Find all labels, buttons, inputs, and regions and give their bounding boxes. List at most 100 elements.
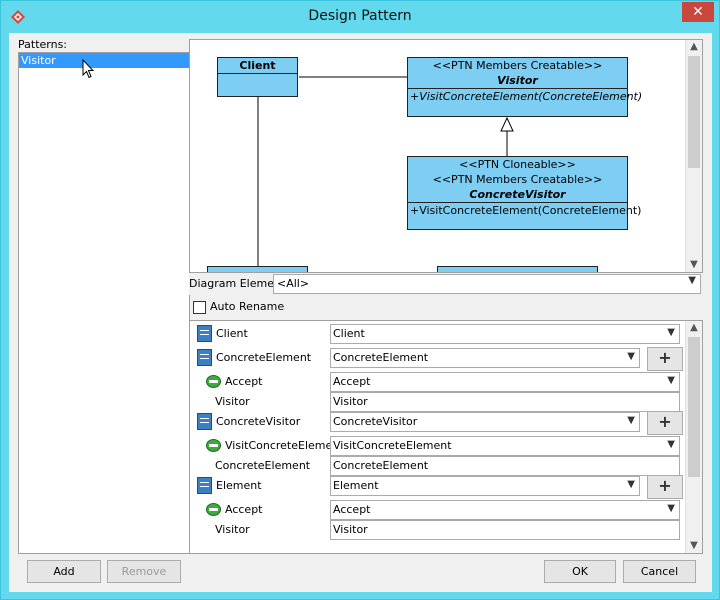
diagram-element-value: <All> — [277, 277, 310, 290]
uml-stereotype: <<PTN Members Creatable>> — [432, 59, 603, 72]
mouse-cursor-icon — [82, 59, 94, 79]
property-value-select[interactable]: VisitConcreteElement ▼ — [330, 436, 680, 456]
dialog-body: Patterns: Visitor Client <<PTN Members C… — [9, 33, 712, 592]
property-value-select[interactable]: Accept ▼ — [330, 500, 680, 520]
chevron-down-icon: ▼ — [667, 503, 675, 514]
patterns-label: Patterns: — [18, 38, 68, 51]
remove-button[interactable]: Remove — [107, 560, 181, 583]
chevron-down-icon: ▼ — [667, 327, 675, 338]
property-value-select[interactable]: Accept ▼ — [330, 372, 680, 392]
property-row: ConcreteElement ConcreteElement — [190, 455, 684, 477]
uml-operation: +VisitConcreteElement(ConcreteElement) — [408, 202, 642, 217]
uml-class-concrete-visitor[interactable]: <<PTN Cloneable>> <<PTN Members Creatabl… — [407, 156, 642, 230]
property-value: Visitor — [333, 523, 368, 536]
uml-class-name: Visitor — [497, 74, 538, 87]
property-value: Accept — [333, 503, 371, 516]
class-icon — [197, 413, 212, 430]
property-name: Element — [216, 479, 262, 492]
property-value-select[interactable]: Element▼ — [330, 476, 640, 496]
property-value-field[interactable]: Visitor — [330, 392, 680, 412]
property-value: VisitConcreteElement — [333, 439, 452, 452]
close-button[interactable]: ✕ — [682, 2, 714, 22]
scroll-thumb[interactable] — [688, 337, 700, 477]
uml-class-visitor[interactable]: <<PTN Members Creatable>> Visitor +Visit… — [407, 57, 643, 117]
property-name: ConcreteElement — [215, 459, 311, 472]
diagram-preview[interactable]: Client <<PTN Members Creatable>> Visitor… — [189, 39, 703, 273]
chevron-down-icon: ▼ — [667, 375, 675, 386]
diagram-element-bar: Diagram Element <All> ▼ — [189, 273, 701, 295]
property-name: Client — [216, 327, 248, 340]
diagram-element-label: Diagram Element — [189, 277, 286, 290]
property-row: Accept Accept ▼ — [190, 371, 684, 393]
property-row: Element Element▼ + — [190, 475, 684, 499]
operation-icon — [206, 503, 221, 516]
chevron-down-icon: ▼ — [627, 479, 635, 490]
diagram-connectors — [257, 76, 514, 272]
add-member-button[interactable]: + — [647, 411, 683, 435]
property-row: ConcreteElement ConcreteElement ▼ + — [190, 347, 684, 371]
operation-icon — [206, 439, 221, 452]
property-value: ConcreteElement — [333, 351, 429, 364]
uml-operation: +VisitConcreteElement(ConcreteElement) — [408, 88, 643, 103]
property-row: Accept Accept ▼ — [190, 499, 684, 521]
property-name: ConcreteElement — [216, 351, 312, 364]
diagram-scrollbar[interactable]: ▲ ▼ — [685, 40, 702, 272]
uml-class-name: Client — [239, 59, 276, 72]
add-button[interactable]: Add — [27, 560, 101, 583]
uml-stereotype: <<PTN Cloneable>> — [459, 158, 576, 171]
class-icon — [197, 477, 212, 494]
scroll-up-icon[interactable]: ▲ — [690, 41, 698, 52]
chevron-down-icon: ▼ — [688, 275, 696, 286]
property-value-field[interactable]: Visitor — [330, 520, 680, 540]
property-name: Visitor — [215, 395, 250, 408]
scroll-down-icon[interactable]: ▼ — [690, 540, 698, 551]
add-member-button[interactable]: + — [647, 475, 683, 499]
property-value-select[interactable]: Client ▼ — [330, 324, 680, 344]
properties-scrollbar[interactable]: ▲ ▼ — [685, 321, 702, 553]
property-value-select[interactable]: ConcreteVisitor▼ — [330, 412, 640, 432]
property-value-field[interactable]: ConcreteElement — [330, 456, 680, 476]
property-name: Accept — [225, 503, 263, 516]
property-value: Client — [333, 327, 365, 340]
patterns-list[interactable]: Visitor — [18, 52, 190, 554]
uml-class-name: ConcreteVisitor — [469, 188, 566, 201]
property-row: Client Client ▼ — [190, 323, 684, 345]
cancel-button[interactable]: Cancel — [623, 560, 696, 583]
property-value: Accept — [333, 375, 371, 388]
property-value: ConcreteElement — [333, 459, 429, 472]
chevron-down-icon: ▼ — [627, 351, 635, 362]
uml-class-compartment — [218, 73, 297, 96]
operation-icon — [206, 375, 221, 388]
property-value-select[interactable]: ConcreteElement ▼ — [330, 348, 640, 368]
auto-rename-label: Auto Rename — [210, 300, 285, 313]
property-row: Visitor Visitor — [190, 391, 684, 413]
property-name: ConcreteVisitor — [216, 415, 301, 428]
add-member-button[interactable]: + — [647, 347, 683, 371]
app-icon — [11, 10, 25, 24]
auto-rename-checkbox[interactable] — [193, 301, 206, 314]
property-name: Visitor — [215, 523, 250, 536]
window-title: Design Pattern — [308, 8, 412, 24]
scroll-thumb[interactable] — [688, 56, 700, 168]
property-row: Visitor Visitor — [190, 519, 684, 541]
scroll-up-icon[interactable]: ▲ — [690, 322, 698, 333]
pattern-item-visitor[interactable]: Visitor — [19, 53, 189, 68]
uml-class-partial — [207, 266, 308, 272]
property-row: ConcreteVisitor ConcreteVisitor▼ + — [190, 411, 684, 435]
property-name: Accept — [225, 375, 263, 388]
property-name: VisitConcreteElement — [225, 439, 344, 452]
diagram-element-select[interactable]: <All> ▼ — [273, 274, 701, 294]
uml-class-partial — [437, 266, 598, 272]
scroll-down-icon[interactable]: ▼ — [690, 259, 698, 270]
uml-class-client[interactable]: Client — [217, 57, 298, 97]
chevron-down-icon: ▼ — [627, 415, 635, 426]
uml-stereotype: <<PTN Members Creatable>> — [432, 173, 603, 186]
class-icon — [197, 349, 212, 366]
ok-button[interactable]: OK — [544, 560, 616, 583]
chevron-down-icon: ▼ — [667, 439, 675, 450]
class-icon — [197, 325, 212, 342]
title-bar: Design Pattern ✕ — [1, 1, 719, 33]
